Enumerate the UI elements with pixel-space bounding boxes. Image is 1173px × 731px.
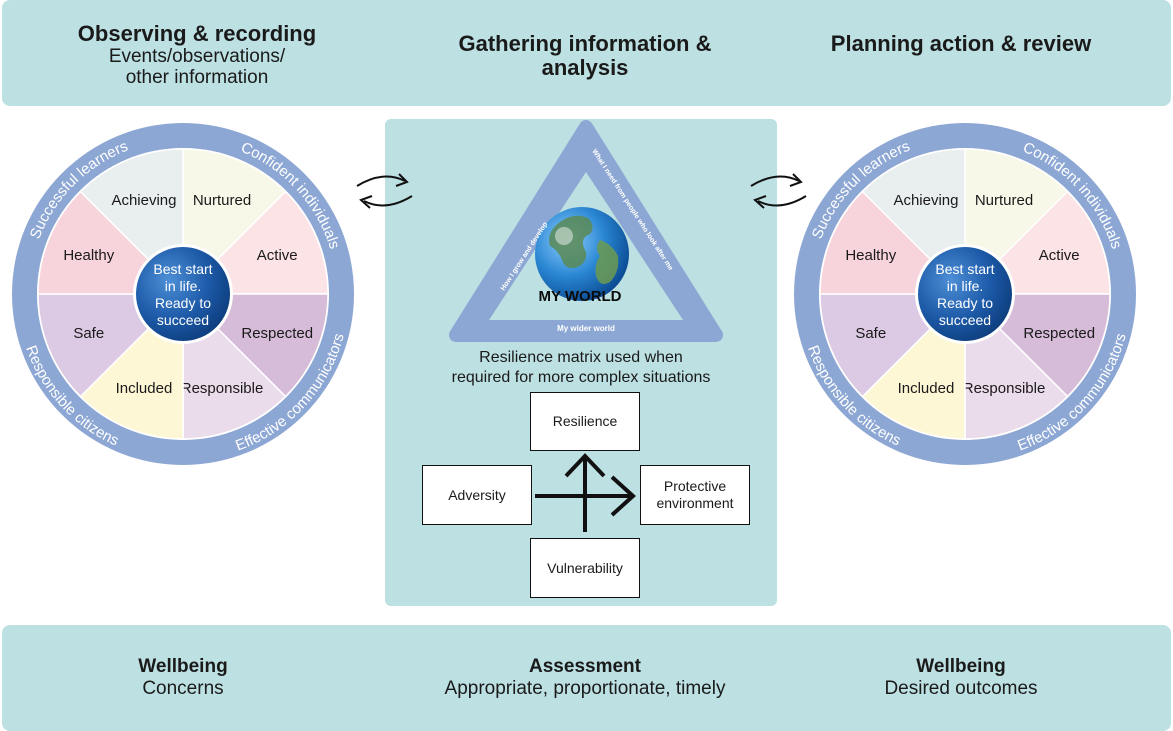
- hub-right: [918, 247, 1012, 341]
- segment-label-achieving-left: Achieving: [111, 192, 176, 209]
- footer-right: Wellbeing Desired outcomes: [781, 656, 1141, 699]
- protective-line1: Protective: [663, 478, 727, 494]
- footer-center-sub: Appropriate, proportionate, timely: [444, 678, 726, 699]
- segment-label-healthy-right: Healthy: [845, 247, 896, 264]
- segment-label-included-right: Included: [898, 380, 955, 397]
- segment-label-active-right: Active: [1039, 247, 1080, 264]
- segment-label-included-left: Included: [116, 380, 173, 397]
- my-world-side-bottom: My wider world: [557, 324, 615, 333]
- resilience-title-1: Resilience matrix used when: [479, 349, 683, 366]
- observing-column: Observing & recording Events/observation…: [17, 21, 377, 89]
- hub-text-3-right: Ready to: [937, 295, 993, 311]
- segment-label-respected-left: Respected: [241, 325, 313, 342]
- segment-label-responsible-right: Responsible: [963, 380, 1046, 397]
- hub-left: [136, 247, 230, 341]
- hub-text-1-right: Best start: [935, 261, 994, 277]
- cycle-arrows-right: [750, 173, 807, 209]
- segment-label-healthy-left: Healthy: [63, 247, 114, 264]
- protective-environment-box: Protective environment: [640, 465, 750, 525]
- segment-label-achieving-right: Achieving: [893, 192, 958, 209]
- gathering-column: Gathering information & analysis: [405, 32, 765, 80]
- footer-left: Wellbeing Concerns: [3, 656, 363, 699]
- gathering-title2: analysis: [541, 55, 629, 80]
- planning-title: Planning action & review: [830, 31, 1092, 56]
- hub-text-3-left: Ready to: [155, 295, 211, 311]
- resilience-box: Resilience: [530, 392, 640, 451]
- segment-label-nurtured-left: Nurtured: [193, 192, 251, 209]
- segment-label-responsible-left: Responsible: [181, 380, 264, 397]
- segment-label-active-left: Active: [257, 247, 298, 264]
- top-band: [2, 0, 1171, 106]
- hub-text-4-left: succeed: [157, 312, 209, 328]
- hub-text-4-right: succeed: [939, 312, 991, 328]
- vulnerability-box: Vulnerability: [530, 538, 640, 598]
- resilience-title-2: required for more complex situations: [451, 369, 711, 386]
- observing-title: Observing & recording: [77, 21, 317, 46]
- segment-label-nurtured-right: Nurtured: [975, 192, 1033, 209]
- footer-right-title: Wellbeing: [916, 656, 1006, 677]
- footer-left-sub: Concerns: [142, 678, 224, 699]
- gathering-title1: Gathering information &: [458, 31, 712, 56]
- hub-text-2-right: in life.: [947, 278, 984, 294]
- hub-text-2-left: in life.: [165, 278, 202, 294]
- resilience-arrows: [535, 453, 636, 532]
- protective-line2: environment: [656, 495, 734, 511]
- globe: [535, 207, 629, 301]
- planning-column: Planning action & review: [781, 32, 1141, 56]
- adversity-box: Adversity: [422, 465, 532, 525]
- bottom-band: [2, 625, 1171, 731]
- segment-label-respected-right: Respected: [1023, 325, 1095, 342]
- segment-label-safe-left: Safe: [73, 325, 104, 342]
- footer-center-title: Assessment: [529, 656, 641, 677]
- segment-label-safe-right: Safe: [855, 325, 886, 342]
- hub-text-1-left: Best start: [153, 261, 212, 277]
- observing-sub2: other information: [125, 67, 269, 88]
- footer-left-title: Wellbeing: [138, 656, 228, 677]
- cycle-arrows-left: [356, 173, 413, 209]
- footer-center: Assessment Appropriate, proportionate, t…: [405, 656, 765, 699]
- footer-right-sub: Desired outcomes: [884, 678, 1038, 699]
- resilience-title: Resilience matrix used when required for…: [385, 348, 777, 388]
- my-world-label: MY WORLD: [538, 288, 621, 305]
- observing-sub1: Events/observations/: [108, 46, 286, 67]
